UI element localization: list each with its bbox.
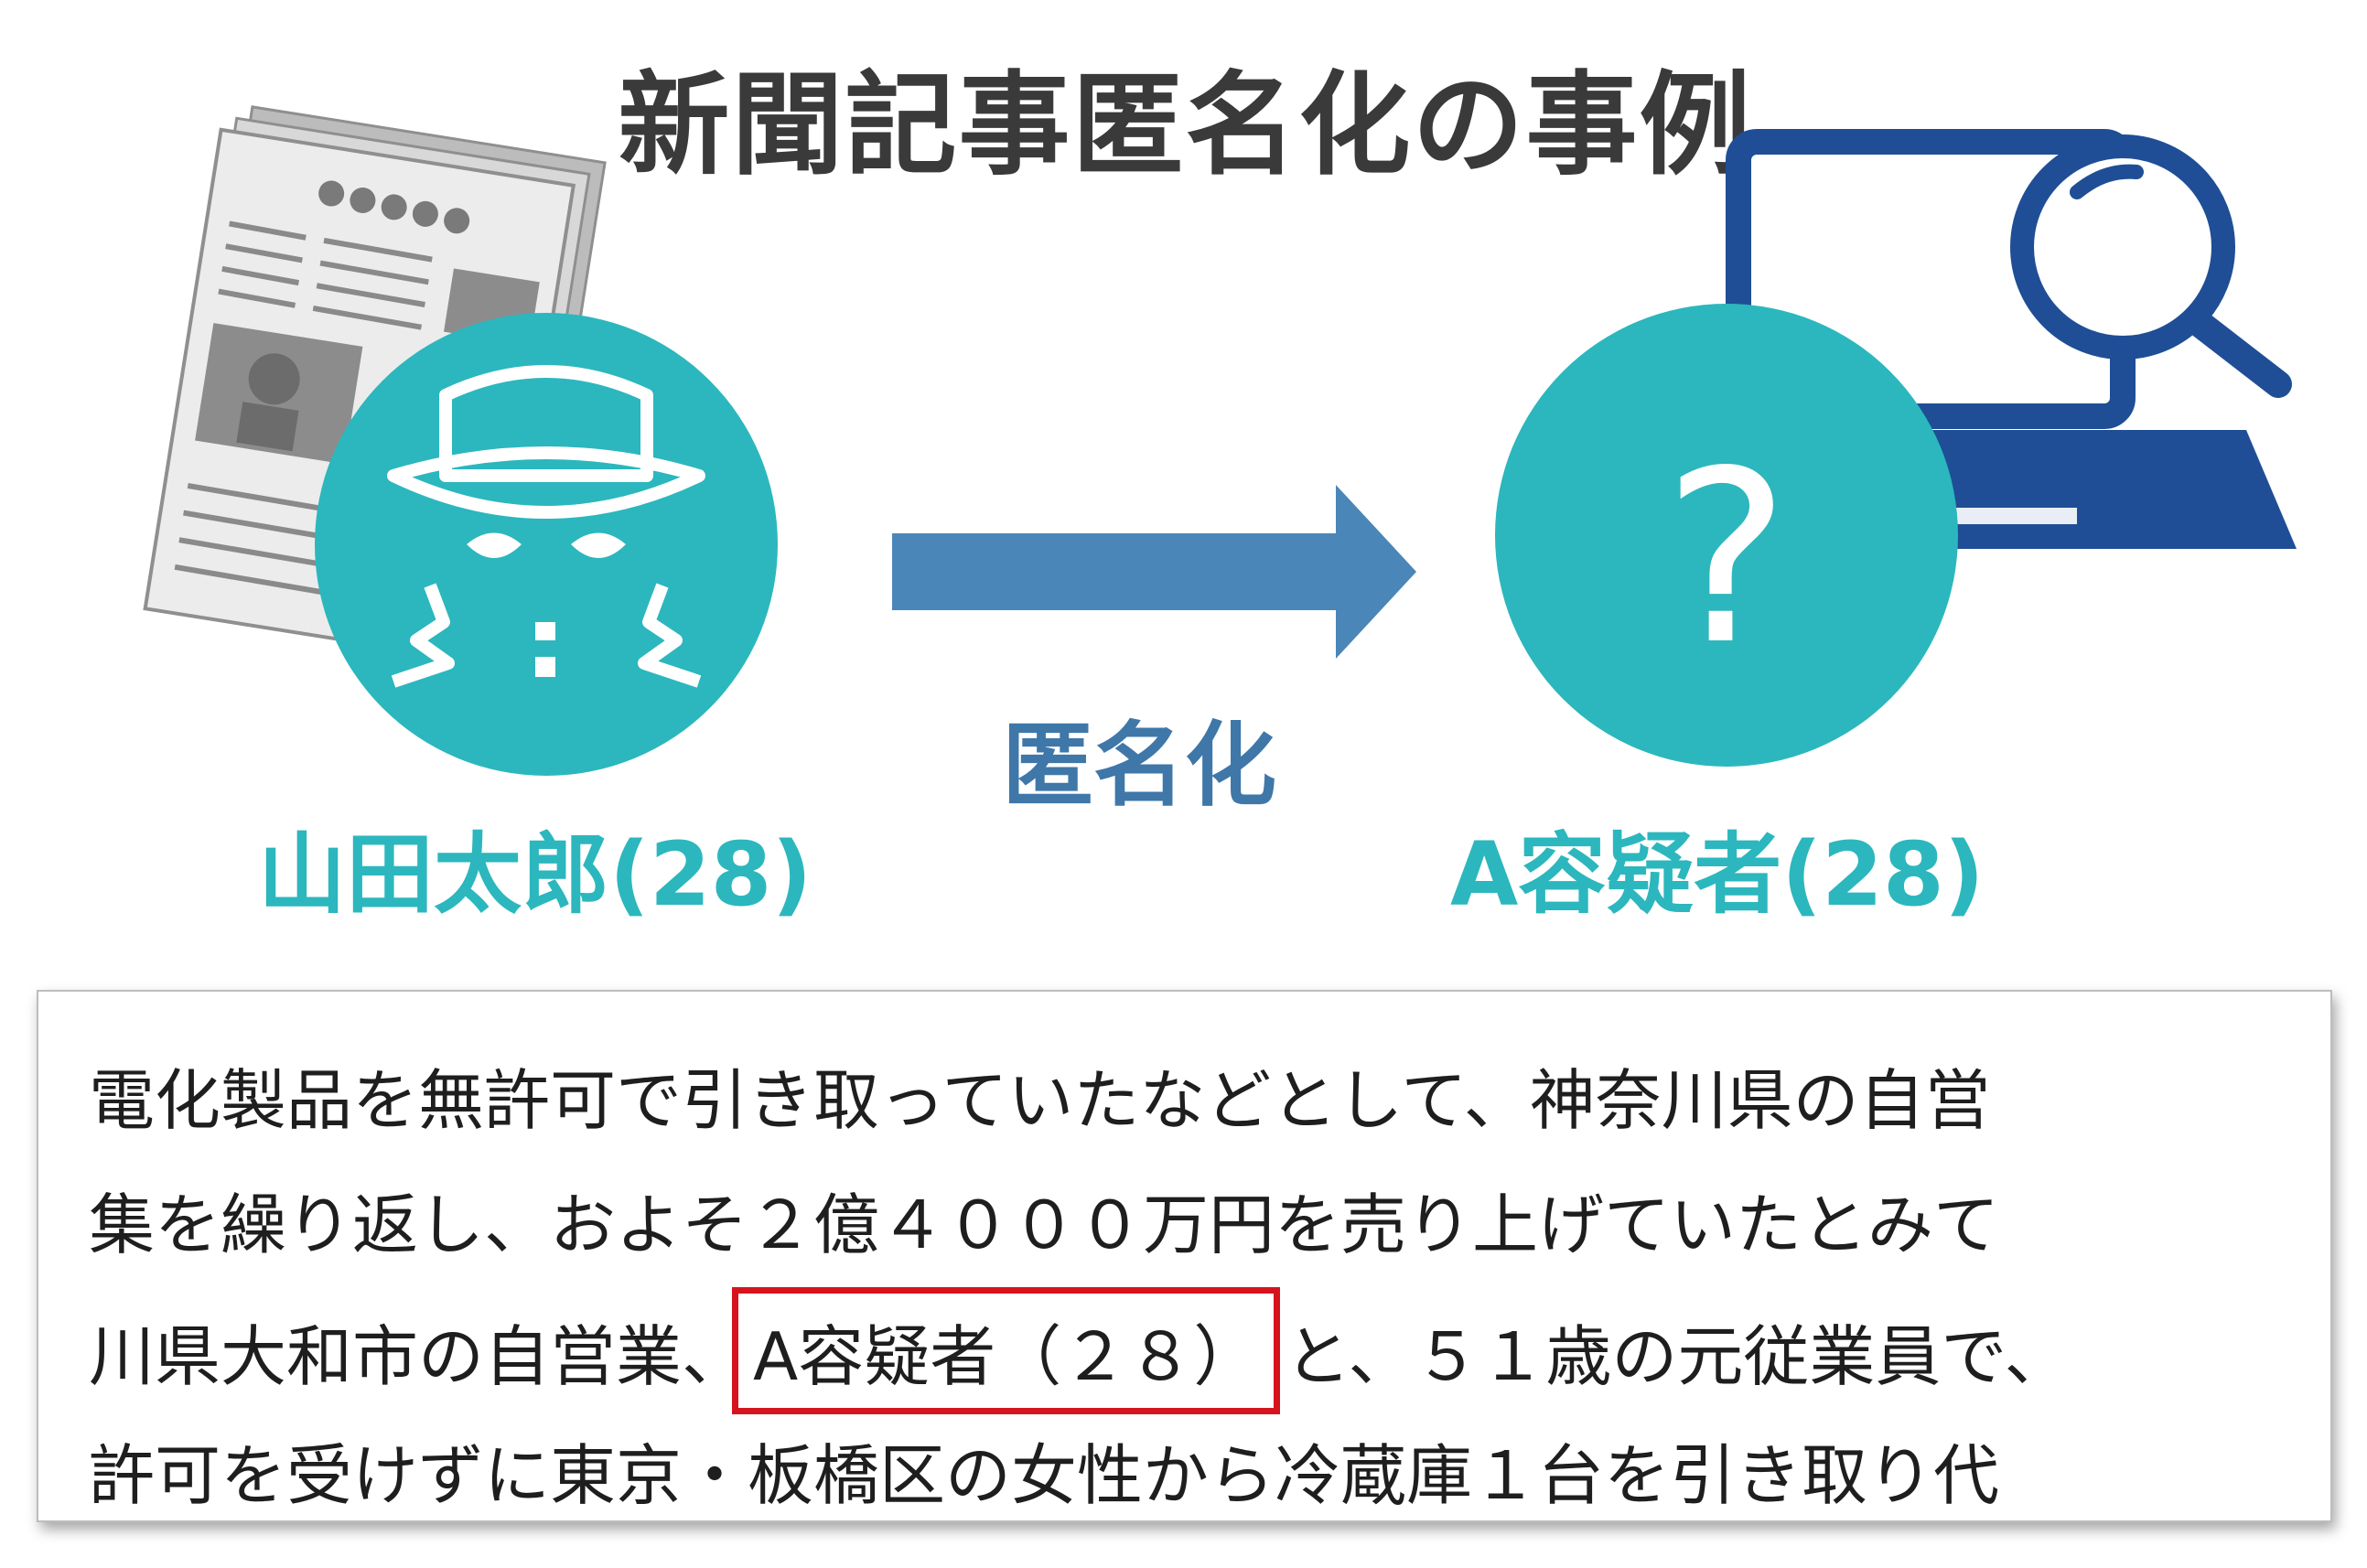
- question-mark: ?: [1663, 421, 1790, 697]
- arrow-right-icon: [892, 485, 1416, 659]
- original-name-label: 山田太郎(28): [258, 823, 812, 926]
- excerpt-line: 電化製品を無許可で引き取っていたなどとして、神奈川県の自営: [89, 1062, 1991, 1139]
- magnifier-icon: [2010, 134, 2292, 398]
- question-icon: ?: [1495, 304, 1958, 767]
- excerpt-text: 川県大和市の自営業、: [89, 1318, 748, 1395]
- excerpt-line: 集を繰り返し、およそ２億４０００万円を売り上げていたとみて: [89, 1187, 2000, 1263]
- spy-icon: [315, 313, 778, 776]
- anonymized-name-label: A容疑者(28): [1450, 823, 1985, 926]
- anonymize-label: 匿名化: [1002, 712, 1276, 819]
- excerpt-line: 許可を受けずに東京・板橋区の女性から冷蔵庫１台を引き取り代: [89, 1437, 2000, 1514]
- excerpt-line: 川県大和市の自営業、A容疑者（２８）と、５１歳の元従業員で、: [89, 1287, 2071, 1414]
- page-title: 新聞記事匿名化の事例: [618, 60, 1753, 190]
- excerpt-text: と、５１歳の元従業員で、: [1285, 1318, 2071, 1395]
- highlighted-anonymized-name: A容疑者（２８）: [732, 1287, 1281, 1414]
- article-excerpt: 電化製品を無許可で引き取っていたなどとして、神奈川県の自営 集を繰り返し、およそ…: [37, 990, 2332, 1522]
